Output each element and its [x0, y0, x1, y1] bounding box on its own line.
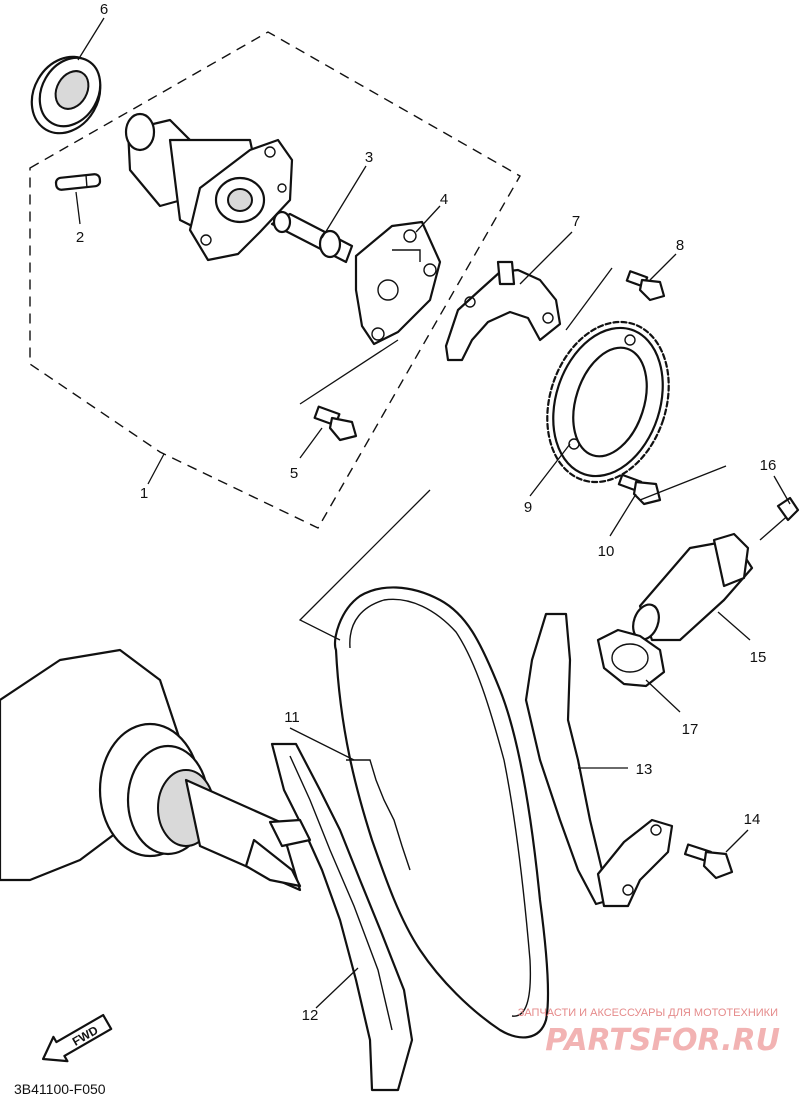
bolt-icon[interactable]	[617, 473, 662, 506]
leader-lines	[75, 17, 791, 1009]
bolt-icon[interactable]	[683, 843, 734, 880]
callout-9: 9	[524, 499, 532, 516]
dowel-pin-icon[interactable]	[54, 173, 102, 191]
bolt-icon[interactable]	[313, 405, 358, 442]
callout-6: 6	[100, 1, 108, 18]
chain-tensioner-icon[interactable]	[629, 532, 754, 643]
watermark-logo: PARTSFOR.RU	[545, 1023, 780, 1058]
callout-12: 12	[302, 1007, 319, 1024]
fwd-arrow-icon: FWD	[41, 1013, 113, 1063]
callout-7: 7	[572, 213, 580, 230]
callout-16: 16	[760, 457, 777, 474]
gasket-icon[interactable]	[596, 628, 666, 688]
callout-13: 13	[636, 761, 653, 778]
tensioner-guide-icon[interactable]	[524, 612, 674, 908]
camshaft-icon[interactable]	[124, 112, 294, 262]
callout-2: 2	[76, 229, 84, 246]
decompressor-lever-icon[interactable]	[354, 220, 442, 346]
bearing-icon[interactable]	[18, 44, 113, 145]
callout-1: 1	[140, 485, 148, 502]
diagram-code: 3B41100-F050	[14, 1081, 106, 1097]
callout-4: 4	[440, 191, 448, 208]
bolt-icon[interactable]	[625, 270, 666, 302]
sprocket-plate-icon[interactable]	[444, 260, 562, 362]
watermark-tagline: ЗАПЧАСТИ И АКСЕССУАРЫ ДЛЯ МОТОТЕХНИКИ	[518, 1007, 778, 1019]
decompression-shaft-icon[interactable]	[270, 210, 354, 264]
cam-chain-icon[interactable]	[334, 586, 550, 1039]
callout-15: 15	[750, 649, 767, 666]
callout-11: 11	[284, 709, 300, 726]
callout-3: 3	[365, 149, 373, 166]
chain-guide-icon[interactable]	[268, 742, 414, 1092]
callout-10: 10	[598, 543, 615, 560]
crankshaft-icon[interactable]	[0, 648, 302, 892]
callout-5: 5	[290, 465, 298, 482]
bolt-icon[interactable]	[759, 496, 800, 541]
cam-sprocket-icon[interactable]	[527, 306, 688, 498]
callout-17: 17	[682, 721, 699, 738]
callout-14: 14	[744, 811, 761, 828]
callout-8: 8	[676, 237, 684, 254]
camshaft-group-boundary	[29, 31, 521, 529]
